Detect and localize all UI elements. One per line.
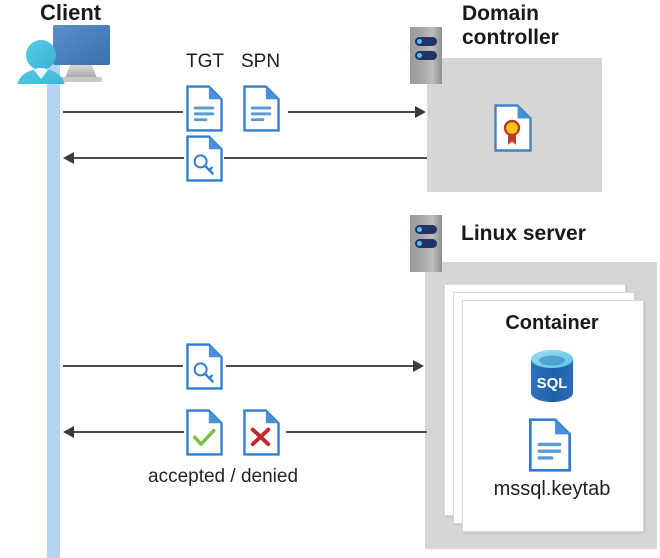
server-rack-icon xyxy=(410,27,442,84)
domain-controller-title: Domain controller xyxy=(462,2,559,50)
flow-line-client-to-linux-right xyxy=(226,365,414,367)
document-key-icon xyxy=(186,134,223,183)
flow-arrowhead-to-linux xyxy=(413,360,424,372)
flow-arrowhead-to-dc xyxy=(415,106,426,118)
flow-line-dc-to-client-left xyxy=(74,157,184,159)
flow-line-client-to-dc-left xyxy=(63,111,183,113)
linux-server-title: Linux server xyxy=(461,222,586,245)
document-check-icon xyxy=(186,408,223,457)
document-icon xyxy=(243,84,280,133)
container-title: Container xyxy=(505,312,599,334)
flow-arrowhead-to-client-ticket xyxy=(63,152,74,164)
flow-line-dc-to-client-right xyxy=(224,157,427,159)
document-icon xyxy=(186,84,223,133)
keytab-label: mssql.keytab xyxy=(493,478,611,500)
sql-database-icon: SQL xyxy=(525,348,579,404)
document-cross-icon xyxy=(243,408,280,457)
container-card-front[interactable] xyxy=(462,300,644,532)
server-rack-icon xyxy=(410,215,442,272)
flow-arrowhead-to-client-response xyxy=(63,426,74,438)
document-certificate-icon xyxy=(494,104,532,152)
document-key-icon xyxy=(186,342,223,391)
user-monitor-icon xyxy=(8,22,112,90)
spn-label: SPN xyxy=(241,51,281,72)
flow-line-linux-to-client-left xyxy=(74,431,184,433)
flow-line-client-to-dc-right xyxy=(288,111,416,113)
accepted-denied-label: accepted / denied xyxy=(148,466,299,487)
flow-line-client-to-linux-left xyxy=(63,365,183,367)
client-lifeline xyxy=(47,60,60,558)
flow-line-linux-to-client-right xyxy=(286,431,427,433)
document-icon xyxy=(528,418,572,472)
svg-text:SQL: SQL xyxy=(537,375,568,392)
tgt-label: TGT xyxy=(186,51,224,72)
client-title: Client xyxy=(40,0,102,25)
